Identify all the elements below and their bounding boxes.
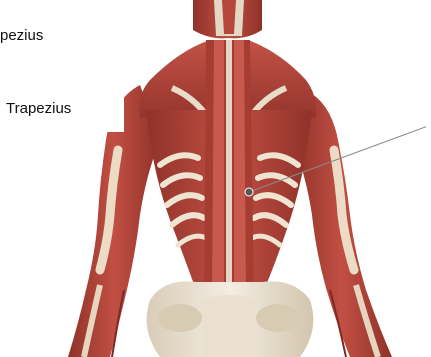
trapezius-label-middle-text: Trapezius <box>6 100 71 117</box>
label-box-right-edge <box>426 90 431 136</box>
spine <box>204 40 254 300</box>
trapezius-label-top-text: pezius <box>0 27 43 44</box>
trapezius-label-top: pezius <box>0 17 82 56</box>
label-box-lower-left <box>0 228 22 274</box>
pelvis <box>147 281 314 357</box>
neck-group <box>193 0 262 38</box>
trapezius-label-middle: Trapezius <box>0 85 124 132</box>
